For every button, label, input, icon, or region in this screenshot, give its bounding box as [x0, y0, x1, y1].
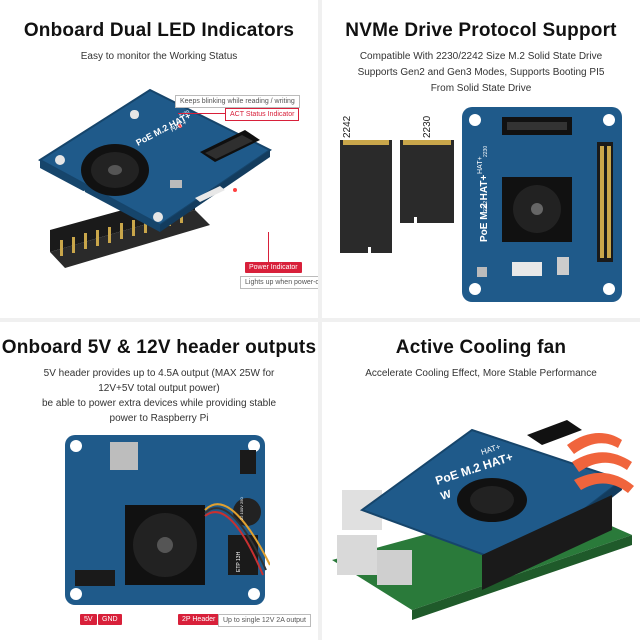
cooling-fan-illustration: PoE M.2 HAT+ HAT+ W	[332, 420, 634, 620]
panel-title: Active Cooling fan	[395, 337, 567, 358]
panel-description: Easy to monitor the Working Status	[80, 51, 238, 62]
desc-line-2: 12V+5V total output power)	[98, 383, 220, 394]
desc-line-1: Compatible With 2230/2242 Size M.2 Solid…	[359, 51, 603, 62]
act-leader-line	[178, 113, 226, 114]
nvme-board-illustration: PoE M.2 HAT+ HAT+ 2230 2242	[462, 107, 622, 302]
panel-nvme-support: NVMe Drive Protocol Support Compatible W…	[322, 0, 640, 318]
blink-note-tag: Keeps blinking while reading / writing	[175, 95, 300, 108]
output-note-tag: Up to single 12V 2A output	[218, 614, 311, 627]
act-indicator-tag: ACT Status Indicator	[225, 108, 300, 121]
inductor-label: ETP 13H	[236, 551, 242, 572]
board-size-label-1: 2230	[483, 146, 489, 157]
ssd-cards-illustration	[340, 140, 454, 253]
panel-header-outputs: Onboard 5V & 12V header outputs 5V heade…	[0, 322, 318, 640]
desc-line-3: From Solid State Drive	[430, 83, 532, 94]
panel-title: NVMe Drive Protocol Support	[345, 20, 617, 41]
desc-line-4: power to Raspberry Pi	[109, 413, 209, 424]
gnd-tag: GND	[98, 614, 122, 625]
power-leader-line	[268, 232, 269, 262]
board-size-label: 2230	[178, 109, 191, 120]
desc-line-3: be able to power extra devices while pro…	[41, 398, 277, 409]
panel-divider-horizontal	[0, 318, 640, 322]
board-hat-label: HAT+	[477, 156, 484, 174]
panel-title: Onboard 5V & 12V header outputs	[1, 337, 317, 358]
header-2p-tag: 2P Header	[178, 614, 220, 625]
waveshare-logo: W	[439, 488, 453, 503]
desc-line-2: Supports Gen2 and Gen3 Modes, Supports B…	[357, 67, 605, 78]
panel-cooling-fan: Active Cooling fan Accelerate Cooling Ef…	[322, 322, 640, 640]
panel-led-indicators: Onboard Dual LED Indicators Easy to moni…	[0, 0, 318, 318]
panel-description: Accelerate Cooling Effect, More Stable P…	[365, 368, 597, 379]
header-board-illustration: 22 100V 250 ETP 13H	[65, 435, 270, 605]
cap-label: 22 100V 250	[239, 497, 244, 520]
panel-title: Onboard Dual LED Indicators	[23, 20, 295, 41]
v5-tag: 5V	[80, 614, 97, 625]
board-size-label-2: 2242	[483, 201, 489, 212]
board-model-label: PoE M.2 HAT+	[479, 175, 490, 242]
led-board-illustration: PoE M.2 HAT+ HAT+ 2230 W	[38, 88, 272, 268]
power-indicator-tag: Power Indicator	[245, 262, 302, 273]
power-note-tag: Lights up when power-on	[240, 276, 318, 289]
desc-line-1: 5V header provides up to 4.5A output (MA…	[43, 368, 275, 379]
